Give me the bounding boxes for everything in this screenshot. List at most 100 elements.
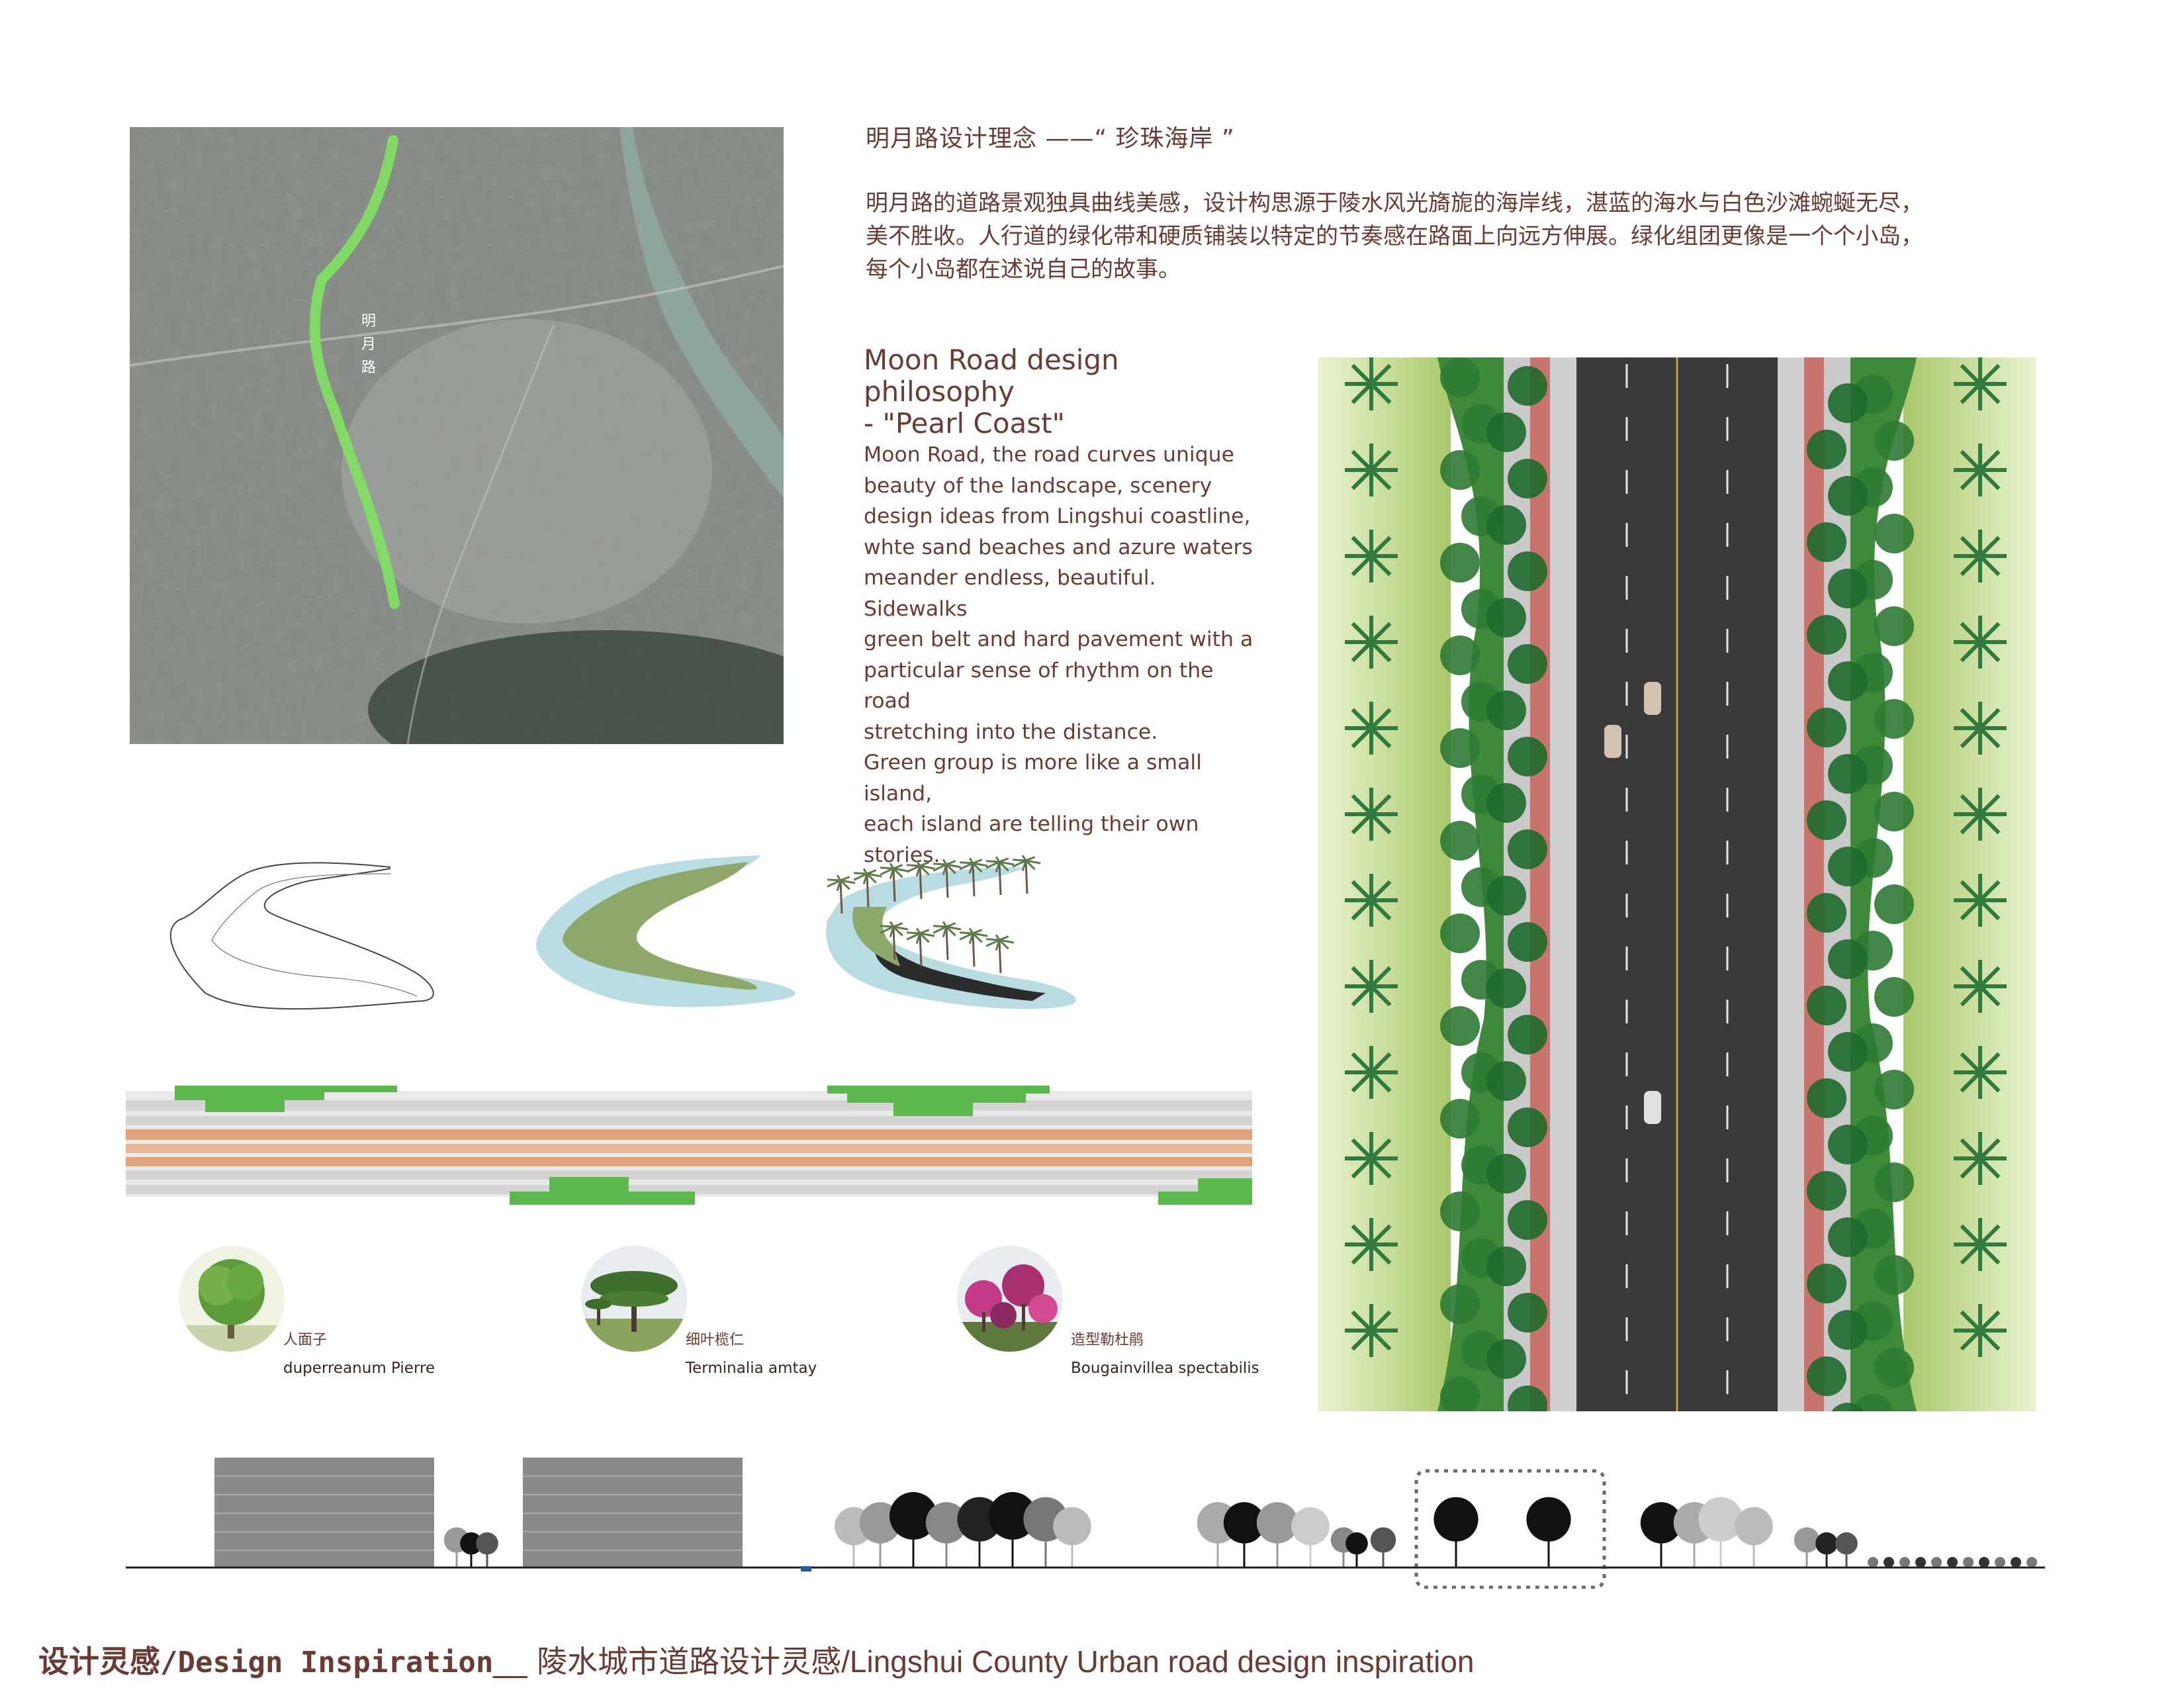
shrub-silhouette bbox=[1915, 1557, 1926, 1568]
tree-silhouette bbox=[1053, 1507, 1091, 1568]
palm-icon bbox=[1345, 1046, 1398, 1099]
tree-canopy bbox=[1874, 1070, 1914, 1109]
svg-text:明: 明 bbox=[361, 313, 376, 330]
palm-icon bbox=[1954, 702, 2007, 755]
tree-silhouette bbox=[1256, 1502, 1298, 1568]
palm-icon bbox=[1954, 357, 2007, 410]
tree-canopy bbox=[1807, 708, 1846, 747]
tree-canopy bbox=[1874, 1255, 1914, 1295]
tree-canopy bbox=[1508, 551, 1547, 591]
shrub-silhouette bbox=[1868, 1557, 1878, 1568]
tree-canopy bbox=[1807, 1078, 1846, 1118]
palm-icon bbox=[1954, 1218, 2007, 1271]
palm-icon bbox=[1954, 1046, 2007, 1099]
palm-icon bbox=[1345, 960, 1398, 1013]
en-body-line: particular sense of rhythm on the road bbox=[864, 658, 1214, 714]
plant-cn-name: 人面子 bbox=[283, 1332, 328, 1348]
tree-photo-icon bbox=[581, 1246, 687, 1352]
palm-icon bbox=[827, 874, 856, 914]
tree-canopy bbox=[1828, 1125, 1868, 1164]
tree-canopy bbox=[1440, 821, 1480, 861]
car bbox=[1604, 725, 1621, 758]
tree-canopy bbox=[1828, 661, 1868, 701]
tree-canopy bbox=[1828, 1310, 1868, 1350]
palm-icon bbox=[1345, 357, 1398, 410]
palm-icon bbox=[933, 921, 962, 961]
tree-canopy bbox=[1440, 1006, 1480, 1046]
tree-canopy bbox=[1486, 1339, 1526, 1379]
tree-canopy bbox=[1440, 1377, 1480, 1417]
palm-icon bbox=[1954, 1132, 2007, 1185]
tree-canopy bbox=[1486, 598, 1526, 637]
plant-item bbox=[179, 1246, 285, 1352]
tree-canopy bbox=[1486, 690, 1526, 730]
tree-photo-icon bbox=[179, 1246, 285, 1352]
tree-canopy bbox=[1508, 1200, 1547, 1240]
road-plan-view bbox=[1318, 357, 2036, 1442]
tree-canopy bbox=[1828, 383, 1868, 423]
footer-en-subtitle: /Lingshui County Urban road design inspi… bbox=[841, 1644, 1475, 1679]
plant-en-name: Bougainvillea spectabilis bbox=[1071, 1360, 1259, 1377]
tree-silhouette bbox=[889, 1492, 937, 1568]
plant-item bbox=[957, 1246, 1063, 1352]
en-title-line: Moon Road design philosophy bbox=[864, 344, 1119, 408]
tree-canopy bbox=[1807, 800, 1846, 840]
plant-cn-name: 造型勒杜鹃 bbox=[1071, 1332, 1144, 1348]
palm-icon bbox=[959, 927, 988, 967]
tree-silhouette bbox=[989, 1492, 1036, 1568]
tree-canopy bbox=[1807, 1171, 1846, 1211]
en-design-description: Moon Road, the road curves unique beauty… bbox=[864, 440, 1254, 870]
tree-canopy bbox=[1440, 914, 1480, 953]
en-body-line: stretching into the distance. bbox=[864, 720, 1158, 744]
tree-canopy bbox=[1440, 635, 1480, 675]
tree-canopy bbox=[1508, 459, 1547, 498]
drain-marker bbox=[801, 1566, 811, 1571]
tree-canopy bbox=[1807, 522, 1846, 562]
palm-icon bbox=[1012, 855, 1041, 894]
en-body-line: whte sand beaches and azure waters bbox=[864, 535, 1253, 559]
tree-canopy bbox=[1874, 792, 1914, 831]
car bbox=[1644, 1091, 1661, 1124]
palm-icon bbox=[880, 921, 909, 961]
tree-canopy bbox=[1486, 412, 1526, 452]
highlight-box bbox=[1414, 1469, 1606, 1589]
tree-silhouette bbox=[1433, 1497, 1479, 1568]
en-body-line: Green group is more like a small island, bbox=[864, 751, 1202, 806]
tree-canopy bbox=[1874, 977, 1914, 1017]
tree-canopy bbox=[1807, 615, 1846, 655]
en-body-line: meander endless, beautiful. Sidewalks bbox=[864, 566, 1156, 621]
tree-canopy bbox=[1807, 1264, 1846, 1303]
palm-icon bbox=[1954, 616, 2007, 669]
footer-title: 设计灵感/Design Inspiration__ 陵水城市道路设计灵感/Lin… bbox=[38, 1638, 1475, 1681]
tree-canopy bbox=[1508, 737, 1547, 776]
palm-icon bbox=[1345, 702, 1398, 755]
palm-icon bbox=[985, 934, 1015, 974]
palm-icon bbox=[1954, 444, 2007, 496]
palm-icon bbox=[933, 859, 962, 898]
tree-canopy bbox=[1828, 1217, 1868, 1257]
tree-canopy bbox=[1828, 1032, 1868, 1072]
tree-canopy bbox=[1874, 1162, 1914, 1202]
shrub-silhouette bbox=[1899, 1557, 1910, 1568]
shrub-silhouette bbox=[1884, 1557, 1894, 1568]
plant-en-name: duperreanum Pierre bbox=[283, 1360, 435, 1377]
palm-icon bbox=[906, 927, 935, 967]
tree-silhouette bbox=[1815, 1532, 1838, 1568]
tree-canopy bbox=[1874, 1348, 1914, 1387]
en-body-line: beauty of the landscape, scenery bbox=[864, 473, 1212, 498]
tree-canopy bbox=[1486, 968, 1526, 1008]
tree-canopy bbox=[1874, 699, 1914, 739]
tree-canopy bbox=[1440, 450, 1480, 490]
tree-canopy bbox=[1828, 847, 1868, 886]
tree-canopy bbox=[1874, 884, 1914, 924]
palm-icon bbox=[1954, 874, 2007, 927]
cn-body-line: 每个小岛都在述说自己的故事。 bbox=[866, 256, 1181, 283]
palm-icon bbox=[880, 863, 909, 902]
tree-silhouette bbox=[1223, 1502, 1265, 1568]
shrub-silhouette bbox=[1963, 1557, 1974, 1568]
shrub-silhouette bbox=[1931, 1557, 1942, 1568]
palm-icon bbox=[1954, 960, 2007, 1013]
tree-silhouette bbox=[1526, 1497, 1571, 1568]
en-design-title: Moon Road design philosophy - "Pearl Coa… bbox=[864, 344, 1274, 440]
cn-body-line: 明月路的道路景观独具曲线美感，设计构思源于陵水风光旖旎的海岸线，湛蓝的海水与白色… bbox=[866, 190, 1923, 216]
